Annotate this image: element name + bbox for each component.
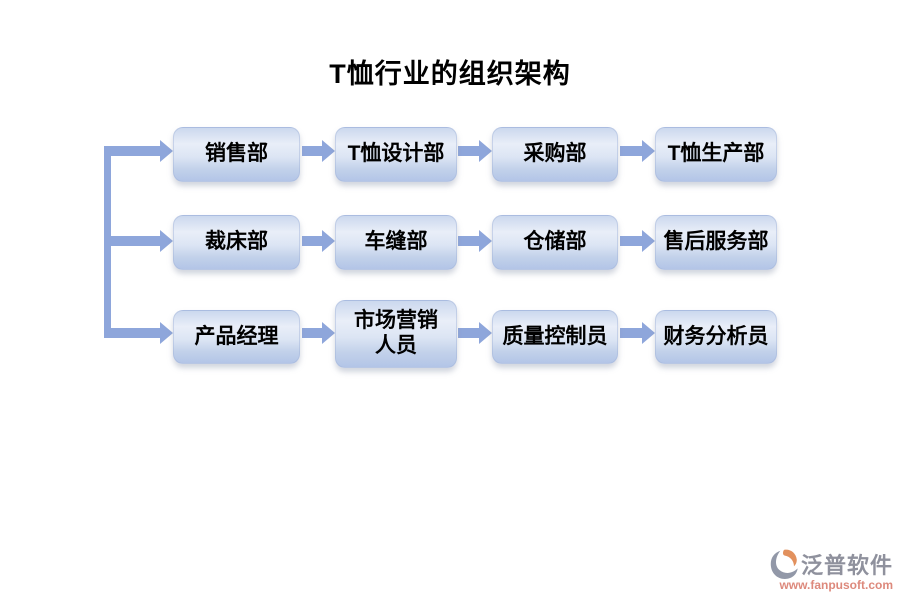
watermark-brand-text: 泛普软件 (800, 553, 893, 578)
arrow-row3-col3-col4 (620, 322, 655, 344)
watermark-url-text: www.fanpusoft.com (779, 578, 893, 592)
box-tshirt-design-dept: T恤设计部 (335, 127, 457, 182)
arrow-row1-col3-col4 (620, 140, 655, 162)
box-tshirt-production-dept: T恤生产部 (655, 127, 777, 182)
watermark-brand-row: 泛普软件 (769, 548, 893, 580)
arrow-row2-col3-col4 (620, 230, 655, 252)
box-after-sales-dept: 售后服务部 (655, 215, 777, 270)
fanpu-logo-icon (770, 549, 798, 579)
box-product-manager: 产品经理 (173, 310, 300, 364)
arrow-row1-col1-col2 (302, 140, 335, 162)
arrow-row1-col2-col3 (458, 140, 492, 162)
arrow-row2-col1-col2 (302, 230, 335, 252)
box-sewing-dept: 车缝部 (335, 215, 457, 270)
box-cutting-dept: 裁床部 (173, 215, 300, 270)
box-warehouse-dept: 仓储部 (492, 215, 618, 270)
box-sales-dept: 销售部 (173, 127, 300, 182)
arrow-row3-col2-col3 (458, 322, 492, 344)
box-marketing-staff: 市场营销 人员 (335, 300, 457, 368)
fanpu-watermark: 泛普软件 www.fanpusoft.com (761, 548, 893, 592)
page-title: T恤行业的组织架构 (329, 59, 571, 89)
arrow-left-row1 (104, 140, 173, 162)
box-quality-controller: 质量控制员 (492, 310, 618, 364)
arrow-row3-col1-col2 (302, 322, 335, 344)
arrow-left-row2 (104, 230, 173, 252)
arrow-left-row3 (104, 322, 173, 344)
box-purchasing-dept: 采购部 (492, 127, 618, 182)
arrow-row2-col2-col3 (458, 230, 492, 252)
box-financial-analyst: 财务分析员 (655, 310, 777, 364)
